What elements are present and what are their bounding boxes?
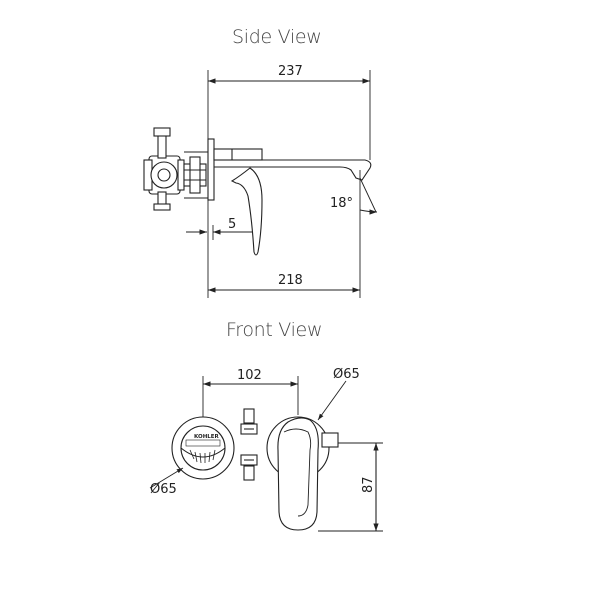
dim-label-right-diameter: Ø65 xyxy=(333,367,360,382)
leader-left-diameter xyxy=(149,467,184,489)
front-view xyxy=(149,376,383,532)
dim-label-237: 237 xyxy=(278,64,303,79)
upper-bracket xyxy=(240,408,258,435)
dim-label-218: 218 xyxy=(278,273,303,288)
wall-plate xyxy=(207,138,215,201)
side-view xyxy=(143,70,378,298)
dim-label-left-diameter: Ø65 xyxy=(150,482,177,497)
dim-label-87: 87 xyxy=(361,476,376,493)
valve-body xyxy=(143,127,208,211)
handle-lever xyxy=(230,167,263,256)
leader-right-diameter xyxy=(317,380,347,421)
kohler-logo: KOHLER xyxy=(194,434,220,440)
front-view-title: Front View xyxy=(226,319,323,341)
dim-label-18-degree: 18° xyxy=(330,196,353,211)
front-handle xyxy=(277,417,319,531)
dim-label-102: 102 xyxy=(237,368,262,383)
side-view-title: Side View xyxy=(232,26,322,48)
lower-bracket xyxy=(240,454,258,481)
spout xyxy=(213,148,372,181)
grille xyxy=(189,449,216,464)
dim-label-5: 5 xyxy=(228,217,236,232)
